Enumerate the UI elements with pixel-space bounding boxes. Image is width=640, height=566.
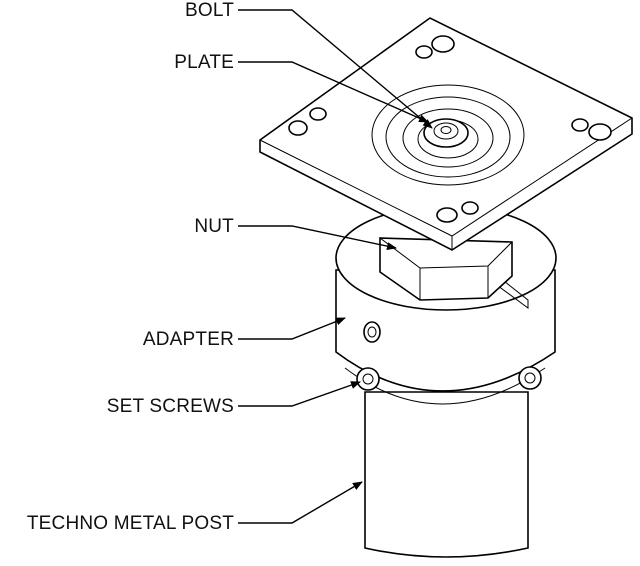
label-post: TECHNO METAL POST (27, 513, 234, 534)
label-nut: NUT (194, 216, 234, 237)
adapter-leader (238, 317, 346, 340)
set-screw-right (518, 366, 542, 390)
nut (379, 237, 513, 301)
post-leader (238, 481, 363, 524)
set-screw-left (356, 367, 380, 391)
label-adapter: ADAPTER (143, 329, 234, 350)
post (364, 391, 529, 558)
label-plate: PLATE (174, 52, 234, 73)
label-set-screws: SET SCREWS (107, 396, 234, 417)
set-screws-leader (238, 381, 361, 407)
nut-leader (238, 225, 397, 251)
adapter-hole (363, 321, 381, 343)
bolt-leader (238, 9, 433, 129)
bolt (423, 118, 469, 148)
plate-leader (238, 61, 429, 123)
label-bolt: BOLT (185, 0, 234, 21)
